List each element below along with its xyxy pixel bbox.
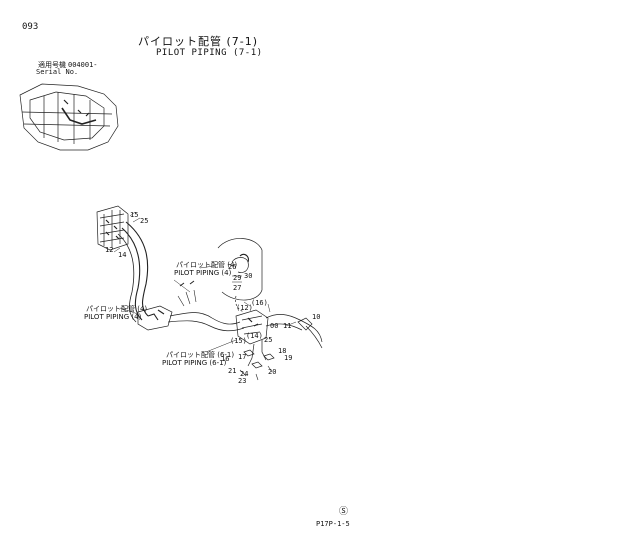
callout-piping61-jp: パイロット配管 (6-1) <box>166 351 235 359</box>
machine-thumbnail <box>19 83 119 151</box>
part-number: (15) <box>230 337 247 345</box>
center-valve-assembly <box>235 309 323 367</box>
pilot-valve-block <box>96 205 129 251</box>
part-number: 29 <box>233 274 242 282</box>
page-title-jp: パイロット配管 (7-1) <box>138 35 259 48</box>
part-number: 16 <box>221 355 230 363</box>
footer-mark-icon: Ⓢ <box>339 507 349 517</box>
callout-piping4-b-en: PILOT PIPING (4) <box>84 313 142 321</box>
serial-label-en: Serial No. <box>36 68 79 76</box>
serial-value: 004001- <box>68 61 98 69</box>
lower-fittings <box>239 349 275 381</box>
part-number: 21 <box>228 367 237 375</box>
page-title-en: PILOT PIPING (7-1) <box>156 48 263 58</box>
part-number: 27 <box>233 284 242 292</box>
page-number: 093 <box>22 22 39 32</box>
part-number: 17 <box>238 353 247 361</box>
part-number: (12) <box>236 304 253 312</box>
part-number: 24 <box>240 370 249 378</box>
part-number: 15 <box>130 211 139 219</box>
part-number: (14) <box>246 332 263 340</box>
callout-piping4-b-jp: パイロット配管 (4) <box>86 305 148 313</box>
part-number: 18 <box>278 347 287 355</box>
part-number: 11 <box>283 322 292 330</box>
callout-piping4-a-jp: パイロット配管 (4) <box>176 261 238 269</box>
callout-piping4-a-en: PILOT PIPING (4) <box>174 269 232 277</box>
footer-code: P17P-1-5 <box>316 520 350 528</box>
part-number: 12 <box>105 246 114 254</box>
part-number: 19 <box>284 354 293 362</box>
part-number: 30 <box>244 272 253 280</box>
part-number: 00 <box>270 322 279 330</box>
leader-lines <box>113 211 297 353</box>
part-number: 14 <box>118 251 127 259</box>
part-number: (16) <box>251 299 268 307</box>
piping-cluster <box>137 280 245 332</box>
callout-piping61-en: PILOT PIPING (6-1) <box>162 359 227 367</box>
part-number: 23 <box>238 377 247 385</box>
part-number: 25 <box>264 336 273 344</box>
part-number: 10 <box>312 313 321 321</box>
part-number: 26 <box>228 263 237 271</box>
serial-label-jp: 適用号機 <box>38 61 66 69</box>
part-number: 25 <box>140 217 149 225</box>
part-number: 20 <box>268 368 277 376</box>
